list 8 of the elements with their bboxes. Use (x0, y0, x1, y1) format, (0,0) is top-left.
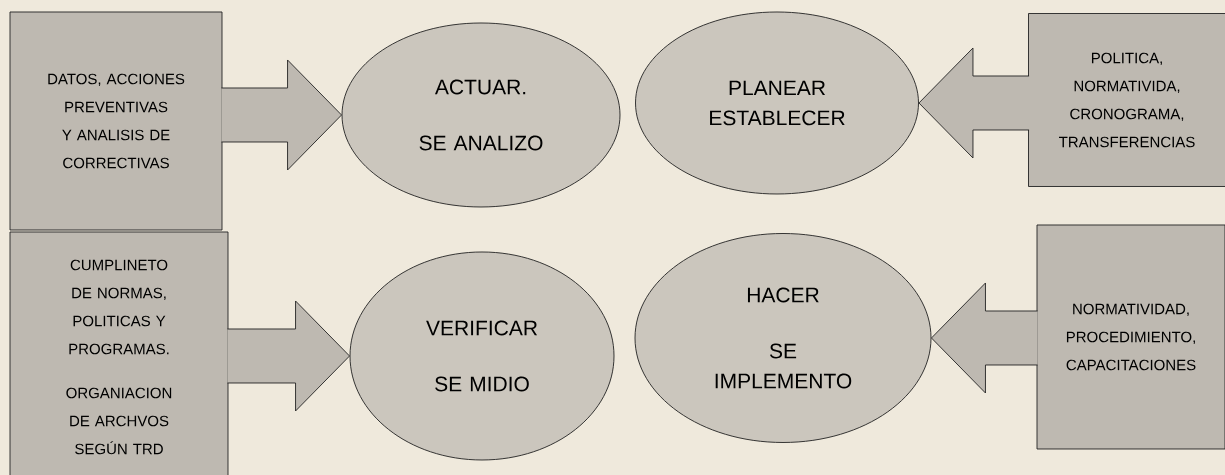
input-box: DATOS, ACCIONES PREVENTIVAS Y ANALISIS DE CORRECTIVAS (9, 11, 223, 231)
block-arrow (227, 300, 350, 412)
block-arrow (931, 282, 1038, 394)
input-box: NORMATIVIDAD, PROCEDIMIENTO, CAPACITACIONES (1036, 224, 1225, 450)
input-box: CUMPLINETO DE NORMAS, POLITICAS Y PROGRAMAS. ORGANIACION DE ARCHVOS SEGÚN TRD (9, 231, 229, 475)
block-arrow (221, 59, 342, 171)
block-arrow (918, 47, 1030, 159)
input-box: POLITICA, NORMATIVIDA, CRONOGRAMA, TRANSFERENCIAS (1028, 13, 1225, 187)
